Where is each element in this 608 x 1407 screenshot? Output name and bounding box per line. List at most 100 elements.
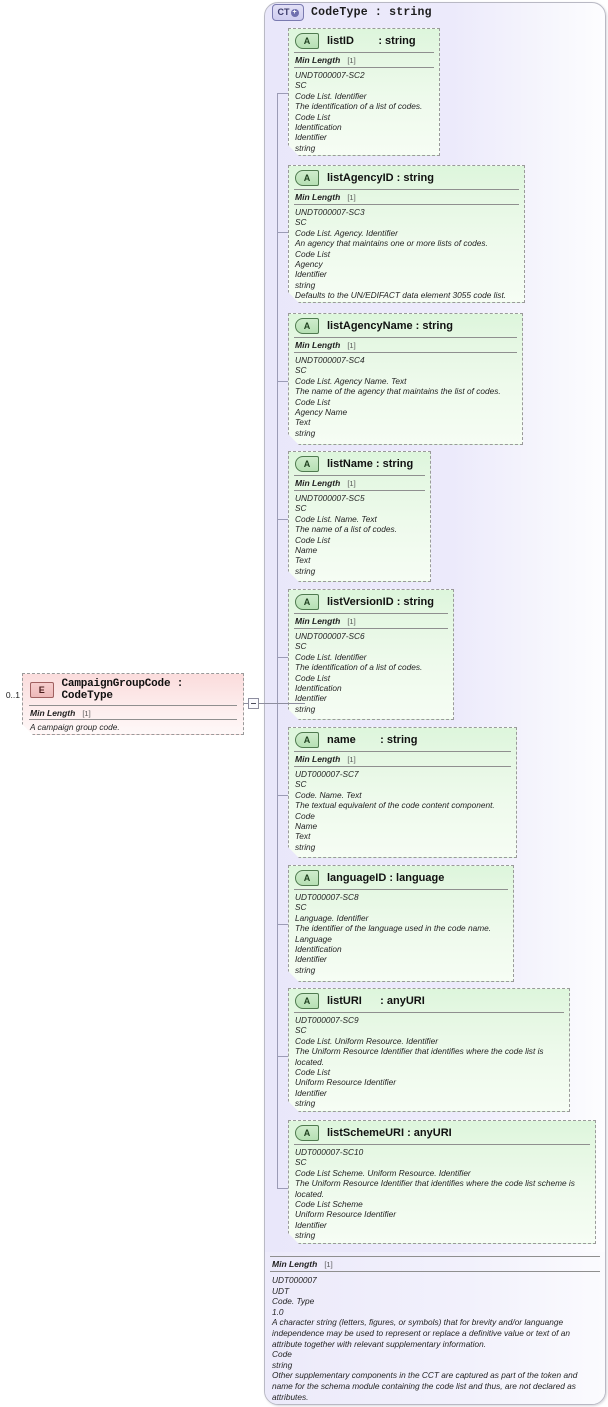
facet-label: Min Length [295, 340, 341, 350]
element-title: CampaignGroupCode : CodeType [61, 678, 184, 702]
doc-line: Agency [295, 259, 323, 270]
doc-line: UNDT000007-SC2 [295, 70, 365, 80]
attribute-header: A languageID : language [289, 866, 513, 889]
doc-line: UDT000007-SC7 [295, 769, 359, 779]
attribute-name: listAgencyID : string [327, 172, 434, 184]
doc-line: SC [295, 80, 307, 91]
tree-stub [277, 795, 288, 796]
doc-line: The identifier of the language used in t… [295, 923, 492, 934]
attribute-box-listID[interactable]: A listID : string Min Length [1] UNDT000… [288, 28, 440, 156]
collapse-minus-icon[interactable] [248, 698, 259, 709]
attribute-header: A listAgencyID : string [289, 166, 524, 189]
facet-cardinality: [1] [347, 56, 356, 65]
facet-row: Min Length [1] [289, 614, 453, 628]
doc-line: Identifier [295, 693, 327, 704]
attribute-badge-icon: A [295, 594, 319, 610]
doc-line: string [295, 427, 316, 438]
divider [294, 613, 448, 614]
doc-line: SC [295, 1157, 307, 1168]
doc-line: Identifier [295, 1219, 327, 1230]
doc-line: The Uniform Resource Identifier that ide… [295, 1046, 546, 1067]
tree-stub [277, 1056, 288, 1057]
doc-line: The Uniform Resource Identifier that ide… [295, 1178, 578, 1199]
doc-line: Name [295, 821, 318, 832]
divider [294, 1012, 564, 1013]
tree-stub [277, 924, 288, 925]
doc-line: Uniform Resource Identifier [295, 1077, 396, 1088]
tree-stub [277, 657, 288, 658]
attribute-name: listName : string [327, 458, 414, 470]
facet-cardinality: [1] [82, 709, 91, 718]
doc-line: Code [295, 810, 315, 821]
doc-line: string [295, 279, 316, 290]
element-box-campaigngroupcode[interactable]: E CampaignGroupCode : CodeType Min Lengt… [22, 673, 244, 735]
element-documentation: A campaign group code. [30, 722, 120, 732]
divider [29, 705, 237, 706]
attribute-name: listURI : anyURI [327, 995, 425, 1007]
attribute-name: languageID : language [327, 872, 445, 884]
attribute-box-listVersionID[interactable]: A listVersionID : string Min Length [1] … [288, 589, 454, 720]
divider [29, 719, 237, 720]
divider [294, 766, 511, 767]
facet-label: Min Length [30, 708, 76, 718]
facet-row: Min Length [1] [289, 476, 430, 490]
doc-line: Text [295, 831, 311, 842]
doc-line: Code List Scheme. Uniform Resource. Iden… [295, 1167, 471, 1178]
doc-line: Text [295, 555, 311, 566]
doc-line: Agency Name [295, 407, 348, 418]
complextype-header[interactable]: CT+ CodeType : string [272, 4, 432, 21]
attribute-header: A listName : string [289, 452, 430, 475]
attribute-badge-icon: A [295, 870, 319, 886]
attribute-name: name : string [327, 734, 418, 746]
attribute-badge-icon: A [295, 170, 319, 186]
doc-line: Code. Name. Text [295, 789, 362, 800]
doc-line: UDT000007-SC8 [295, 892, 359, 902]
divider [270, 1271, 600, 1272]
attribute-box-listAgencyID[interactable]: A listAgencyID : string Min Length [1] U… [288, 165, 525, 303]
divider [294, 67, 434, 68]
attribute-box-listName[interactable]: A listName : string Min Length [1] UNDT0… [288, 451, 431, 582]
attribute-name: listSchemeURI : anyURI [327, 1127, 452, 1139]
doc-line: SC [295, 365, 307, 376]
attribute-name: listID : string [327, 35, 416, 47]
complextype-badge[interactable]: CT+ [272, 4, 304, 21]
doc-line: UNDT000007-SC5 [295, 493, 365, 503]
tree-stub [277, 232, 288, 233]
doc-line: Code List. Agency Name. Text [295, 375, 407, 386]
attribute-badge-icon: A [295, 318, 319, 334]
attribute-name: listVersionID : string [327, 596, 434, 608]
doc-line: UDT000007-SC10 [295, 1147, 364, 1157]
doc-line: Language. Identifier [295, 912, 369, 923]
doc-line: SC [295, 1025, 307, 1036]
doc-line: Language [295, 933, 332, 944]
tree-stub [277, 1188, 288, 1189]
facet-cardinality: [1] [347, 193, 356, 202]
tree-stub [277, 93, 288, 94]
complextype-badge-label: CT [277, 7, 290, 17]
facet-label: Min Length [295, 478, 341, 488]
doc-line: The name of the agency that maintains th… [295, 386, 501, 397]
attribute-badge-icon: A [295, 456, 319, 472]
plus-circle-icon[interactable]: + [290, 8, 299, 17]
doc-line: Identification [295, 122, 342, 133]
attribute-box-name[interactable]: A name : string Min Length [1] UDT000007… [288, 727, 517, 858]
facet-row: Min Length [1] [268, 1257, 602, 1271]
attribute-box-listAgencyName[interactable]: A listAgencyName : string Min Length [1]… [288, 313, 523, 445]
connector-line-right [259, 703, 305, 704]
complextype-title: CodeType : string [311, 6, 432, 19]
doc-line: Code List Scheme [295, 1199, 363, 1210]
divider [270, 1256, 600, 1257]
divider [294, 204, 519, 205]
doc-line: Code List. Agency. Identifier [295, 227, 398, 238]
doc-line: An agency that maintains one or more lis… [295, 238, 488, 249]
facet-row: Min Length [1] [289, 338, 522, 352]
